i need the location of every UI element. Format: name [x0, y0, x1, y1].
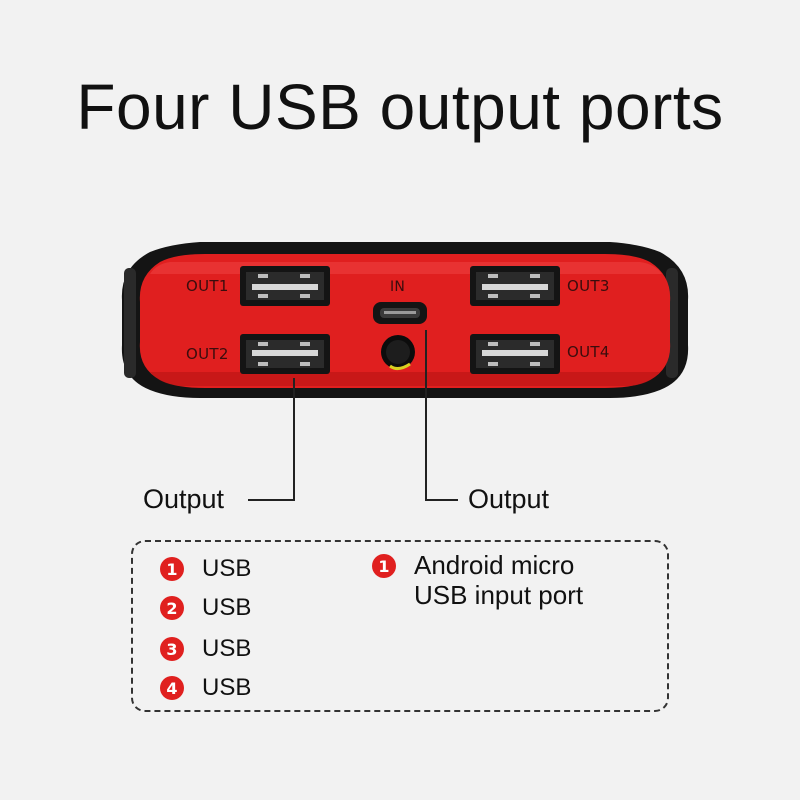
usb-port-out4 [470, 334, 560, 374]
usb-port-out1 [240, 266, 330, 306]
callout-line-right [425, 330, 458, 501]
left-end-cap [124, 268, 136, 378]
port-label-out1: OUT1 [186, 277, 229, 295]
legend-label-4: USB [202, 674, 252, 701]
port-label-out4: OUT4 [567, 343, 610, 361]
number-badge-3: 3 [160, 637, 184, 661]
callout-output-right: Output [468, 484, 550, 514]
number-badge-input: 1 [372, 554, 396, 578]
legend-box [131, 540, 669, 712]
legend-label-3: USB [202, 635, 252, 662]
legend-label-1: USB [202, 555, 252, 582]
port-label-in: IN [390, 279, 406, 295]
legend-item-4: 4 USB [160, 674, 251, 702]
port-label-out2: OUT2 [186, 345, 229, 363]
port-label-out3: OUT3 [567, 277, 610, 295]
legend-item-2: 2 USB [160, 594, 251, 622]
page-title: Four USB output ports [76, 71, 724, 143]
callout-output-left: Output [143, 484, 225, 514]
usb-port-out3 [470, 266, 560, 306]
micro-usb-input-port [373, 302, 427, 324]
callout-line-left [248, 378, 295, 501]
legend-item-3: 3 USB [160, 635, 251, 663]
legend-item-1: 1 USB [160, 555, 251, 583]
number-badge-1: 1 [160, 557, 184, 581]
legend-item-input: 1 Android micro USB input port [372, 550, 583, 610]
number-badge-2: 2 [160, 596, 184, 620]
legend-label-2: USB [202, 594, 252, 621]
legend-input-line2: USB input port [414, 580, 584, 610]
number-badge-4: 4 [160, 676, 184, 700]
usb-port-out2 [240, 334, 330, 374]
power-button [381, 335, 415, 371]
legend-input-line1: Android micro [414, 550, 575, 580]
